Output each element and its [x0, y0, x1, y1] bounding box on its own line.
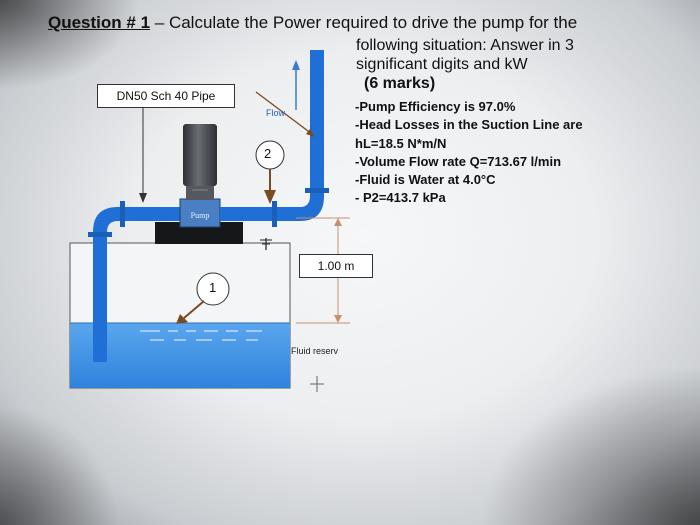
- question-heading: Question # 1 – Calculate the Power requi…: [48, 13, 577, 33]
- question-number: Question # 1: [48, 13, 151, 32]
- vignette-top-left: [0, 0, 140, 90]
- point-1-arrow-line: [183, 300, 205, 319]
- discharge-pipe: [220, 50, 329, 227]
- vignette-bottom-left: [0, 405, 120, 525]
- given-item: -Pump Efficiency is 97.0%: [355, 99, 516, 114]
- given-item: -Fluid is Water at 4.0°C: [355, 172, 496, 188]
- suction-pipe: [88, 201, 180, 362]
- point-2-label: 2: [264, 146, 272, 161]
- question-lead: Calculate the Power required to drive th…: [168, 13, 578, 32]
- given-list: -Pump Efficiency is 97.0% -Head Losses i…: [355, 98, 583, 208]
- pump-label: Pump: [190, 211, 210, 220]
- given-item: -Head Losses in the Suction Line are: [355, 117, 583, 133]
- given-item: - P2=413.7 kPa: [355, 190, 446, 206]
- point-1-circle: [196, 272, 230, 306]
- given-item: hL=18.5 N*m/N: [355, 135, 447, 151]
- reservoir-label: Fluid reserv: [291, 346, 339, 356]
- question-dash: –: [150, 13, 169, 32]
- water-ripples: [140, 330, 262, 341]
- question-leader: [255, 91, 313, 135]
- question-line: following situation: Answer in 3: [356, 37, 574, 54]
- vignette-bottom-right: [480, 365, 700, 525]
- question-line: significant digits and kW: [356, 56, 528, 73]
- point-2-arrow-head: [264, 190, 276, 204]
- question-continuation: following situation: Answer in 3 signifi…: [356, 36, 656, 93]
- point-1-label: 1: [209, 280, 217, 295]
- question-marks: (6 marks): [364, 75, 436, 92]
- flow-label: Flow: [266, 108, 286, 118]
- pipe-label: DN50 Sch 40 Pipe: [97, 84, 235, 108]
- given-item: -Volume Flow rate Q=713.67 l/min: [355, 153, 562, 169]
- pump-body: [179, 124, 221, 228]
- flow-arrow-head: [292, 60, 300, 70]
- point-1-arrow-head: [176, 314, 188, 324]
- height-label: 1.00 m: [299, 254, 373, 278]
- pump-base: [155, 222, 243, 244]
- crosshair-mark: [310, 376, 324, 392]
